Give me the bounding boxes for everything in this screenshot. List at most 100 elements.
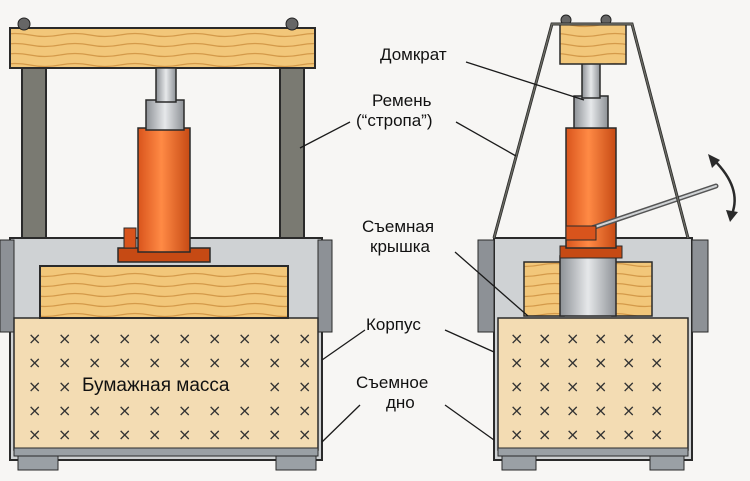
left-post-right: [279, 59, 305, 241]
pulp-x-mark: ×: [650, 425, 663, 444]
pulp-x-mark: ×: [594, 377, 607, 396]
pulp-x-mark: ×: [88, 425, 101, 444]
pulp-x-mark: ×: [88, 329, 101, 348]
pulp-x-mark: ×: [622, 425, 635, 444]
pulp-x-mark: ×: [594, 401, 607, 420]
pulp-x-mark: ×: [28, 329, 41, 348]
pulp-x-mark: ×: [268, 401, 281, 420]
pulp-x-mark: ×: [58, 329, 71, 348]
pulp-x-mark: ×: [622, 377, 635, 396]
pulp-x-mark: ×: [594, 353, 607, 372]
pulp-x-mark: ×: [594, 425, 607, 444]
pulp-x-mark: ×: [538, 401, 551, 420]
right-jack: [559, 61, 719, 259]
pulp-x-mark: ×: [118, 425, 131, 444]
pulp-x-mark: ×: [238, 401, 251, 420]
pulp-x-mark: ×: [566, 377, 579, 396]
pulp-x-mark: ×: [566, 425, 579, 444]
pulp-x-mark: ×: [510, 353, 523, 372]
pulp-x-mark: ×: [622, 353, 635, 372]
left-press: [0, 17, 333, 471]
pulp-x-mark: ×: [148, 425, 161, 444]
pulp-x-mark: ×: [268, 377, 281, 396]
label-lid-line2: крышка: [370, 237, 431, 256]
pulp-x-mark: ×: [58, 353, 71, 372]
right-lid-block-right: [611, 261, 653, 317]
pulp-x-mark: ×: [510, 401, 523, 420]
pulp-x-mark: ×: [538, 425, 551, 444]
pulp-x-mark: ×: [538, 353, 551, 372]
pulp-x-mark: ×: [178, 353, 191, 372]
left-top-beam: [9, 27, 316, 69]
pulp-x-mark: ×: [594, 329, 607, 348]
pulp-x-mark: ×: [650, 377, 663, 396]
pulp-x-mark: ×: [238, 425, 251, 444]
right-press: [477, 14, 738, 471]
pulp-x-mark: ×: [28, 353, 41, 372]
pulp-x-mark: ×: [238, 329, 251, 348]
pulp-x-mark: ×: [148, 353, 161, 372]
pulp-x-mark: ×: [58, 425, 71, 444]
pulp-x-mark: ×: [238, 353, 251, 372]
pulp-x-mark: ×: [88, 401, 101, 420]
pulp-x-mark: ×: [208, 425, 221, 444]
pulp-x-mark: ×: [208, 401, 221, 420]
pulp-x-mark: ×: [148, 329, 161, 348]
pulp-x-mark: ×: [178, 401, 191, 420]
pulp-x-mark: ×: [510, 377, 523, 396]
pulp-x-mark: ×: [268, 329, 281, 348]
label-lid-line1: Съемная: [362, 217, 434, 236]
pulp-x-mark: ×: [566, 401, 579, 420]
leader-lines: [299, 61, 585, 443]
curved-double-arrow-icon: [708, 154, 738, 222]
pulp-x-mark: ×: [538, 329, 551, 348]
pulp-x-mark: ×: [58, 401, 71, 420]
left-bottom-plate: [13, 447, 319, 457]
pulp-x-mark: ×: [148, 401, 161, 420]
label-strap-line2: (“стропа”): [356, 111, 433, 130]
pulp-x-mark: ×: [268, 353, 281, 372]
pulp-x-mark: ×: [118, 401, 131, 420]
left-lid-board: [39, 265, 289, 319]
pulp-x-mark: ×: [298, 329, 311, 348]
label-bottom-line1: Съемное: [356, 373, 428, 392]
pulp-x-mark: ×: [178, 329, 191, 348]
label-pulp: Бумажная масса: [82, 375, 230, 396]
right-lid-block-left: [523, 261, 565, 317]
pulp-x-mark: ×: [622, 401, 635, 420]
right-top-block: [559, 23, 627, 65]
pulp-x-mark: ×: [298, 401, 311, 420]
pulp-x-mark: ×: [28, 425, 41, 444]
pulp-x-mark: ×: [28, 401, 41, 420]
pulp-x-mark: ×: [118, 353, 131, 372]
left-post-left: [21, 59, 47, 241]
pulp-x-mark: ×: [208, 353, 221, 372]
pulp-x-mark: ×: [650, 401, 663, 420]
pulp-x-mark: ×: [510, 329, 523, 348]
label-strap-line1: Ремень: [372, 91, 432, 110]
pulp-x-mark: ×: [566, 329, 579, 348]
label-body: Корпус: [366, 315, 421, 334]
pulp-x-mark: ×: [118, 329, 131, 348]
left-jack: [117, 67, 211, 263]
pulp-x-mark: ×: [510, 425, 523, 444]
pulp-x-mark: ×: [88, 353, 101, 372]
pulp-x-mark: ×: [650, 353, 663, 372]
pulp-x-mark: ×: [28, 377, 41, 396]
pulp-x-mark: ×: [566, 353, 579, 372]
pulp-marks: × × × × × × × × × × × × × × × × × × × × × × × × × × × × × × × × × × × × × × × ×…: [28, 329, 663, 444]
pulp-x-mark: ×: [650, 329, 663, 348]
pulp-x-mark: ×: [622, 329, 635, 348]
pulp-x-mark: ×: [298, 377, 311, 396]
label-jack: Домкрат: [380, 45, 447, 64]
pulp-x-mark: ×: [268, 425, 281, 444]
pulp-x-mark: ×: [178, 425, 191, 444]
pulp-x-mark: ×: [208, 329, 221, 348]
pulp-x-mark: ×: [298, 425, 311, 444]
label-bottom-line2: дно: [386, 393, 415, 412]
pulp-x-mark: ×: [298, 353, 311, 372]
pulp-x-mark: ×: [538, 377, 551, 396]
pulp-x-mark: ×: [58, 377, 71, 396]
